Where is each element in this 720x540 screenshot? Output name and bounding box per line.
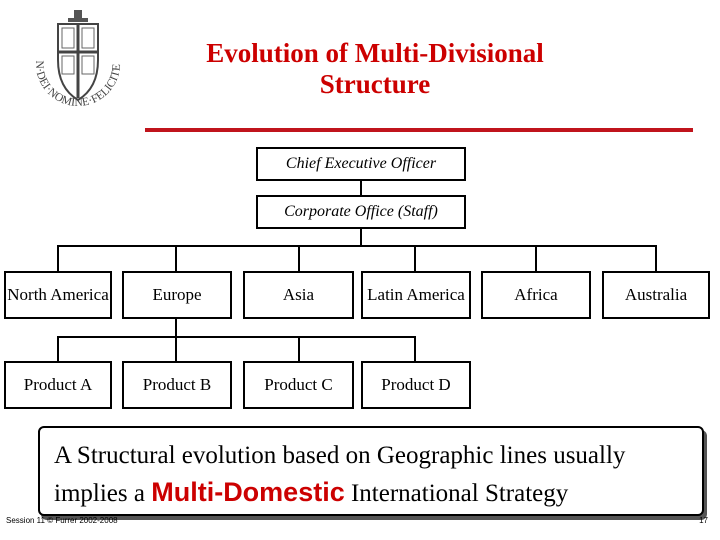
connector-product-c [298, 336, 300, 362]
footer-session: Session 11 © Furrer 2002-2008 [6, 516, 118, 525]
connector-australia [655, 245, 657, 272]
connector-europe [175, 245, 177, 272]
region-box-australia: Australia [602, 271, 710, 319]
slide-title: Evolution of Multi-Divisional Structure [150, 38, 600, 100]
connector-africa [535, 245, 537, 272]
region-box-africa: Africa [481, 271, 591, 319]
connector-europe-stub [175, 318, 177, 336]
product-box-b: Product B [122, 361, 232, 409]
connector-latin-america [414, 245, 416, 272]
title-line-1: Evolution of Multi-Divisional [206, 38, 544, 68]
corporate-office-box: Corporate Office (Staff) [256, 195, 466, 229]
connector-product-b [175, 336, 177, 362]
title-underline [145, 128, 693, 132]
connector-ceo-staff [360, 180, 362, 196]
region-box-north-america: North America [4, 271, 112, 319]
region-box-asia: Asia [243, 271, 354, 319]
region-box-europe: Europe [122, 271, 232, 319]
footer-page-number: 17 [699, 516, 708, 525]
connector-product-a [57, 336, 59, 362]
product-box-d: Product D [361, 361, 471, 409]
product-box-a: Product A [4, 361, 112, 409]
callout-emphasis: Multi-Domestic [151, 477, 345, 507]
connector-staff-down [360, 228, 362, 246]
ceo-box: Chief Executive Officer [256, 147, 466, 181]
connector-north-america [57, 245, 59, 272]
title-line-2: Structure [319, 69, 431, 99]
region-box-latin-america: Latin America [361, 271, 471, 319]
product-box-c: Product C [243, 361, 354, 409]
university-seal-logo: IN·DEI·NOMINE·FELICITER [22, 2, 123, 109]
callout-box: A Structural evolution based on Geograph… [38, 426, 704, 516]
callout-text-before: A Structural evolution based on Geograph… [54, 442, 626, 507]
connector-asia [298, 245, 300, 272]
product-bus-line [57, 336, 416, 338]
connector-product-d [414, 336, 416, 362]
region-bus-line [57, 245, 657, 247]
callout-text-after: International Strategy [350, 480, 569, 507]
